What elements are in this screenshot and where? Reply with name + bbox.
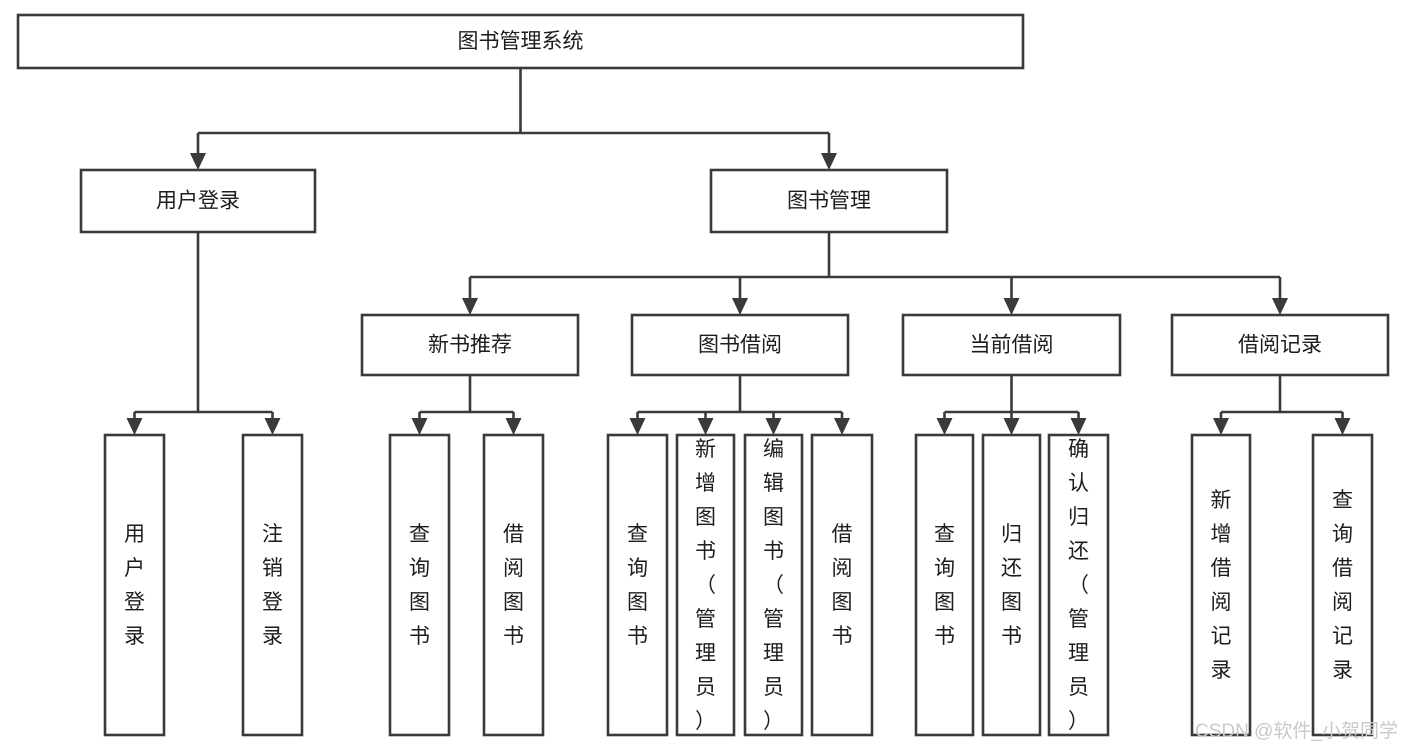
node-label: 查询图书 [934,523,955,648]
node-label: 当前借阅 [970,334,1054,357]
node-level3-borrow-record[interactable]: 借阅记录 [1170,313,1390,377]
node-label: 查询借阅记录 [1332,489,1353,682]
node-leaf-leaf-add-record[interactable]: 新增借阅记录 [1190,433,1252,737]
node-label: 新增图书（管理员） [695,438,716,733]
nodes-layer: 图书管理系统用户登录图书管理新书推荐图书借阅当前借阅借阅记录用户登录注销登录查询… [16,13,1390,737]
arrow-head-icon [936,418,953,435]
node-label: 注销登录 [262,523,283,648]
arrow-head-icon [1272,298,1288,315]
node-box[interactable] [16,13,1025,70]
node-box[interactable] [914,433,975,737]
node-label: 图书管理 [787,190,871,213]
node-box[interactable] [1190,433,1252,737]
node-leaf-leaf-query-record[interactable]: 查询借阅记录 [1311,433,1374,737]
node-leaf-leaf-query-book-2[interactable]: 查询图书 [606,433,669,737]
node-leaf-leaf-add-book[interactable]: 新增图书（管理员） [675,433,736,737]
node-box[interactable] [810,433,874,737]
arrow-head-icon [1070,418,1087,435]
node-level3-new-book-recommend[interactable]: 新书推荐 [360,313,580,377]
node-label: 新书推荐 [428,334,512,357]
node-leaf-leaf-query-book-3[interactable]: 查询图书 [914,433,975,737]
node-level2-book-management[interactable]: 图书管理 [709,168,949,234]
arrow-head-icon [126,418,143,435]
arrow-head-icon [629,418,646,435]
arrow-head-icon [411,418,428,435]
node-box[interactable] [901,313,1122,377]
node-leaf-leaf-user-login[interactable]: 用户登录 [103,433,166,737]
node-label: 查询图书 [409,523,430,648]
node-box[interactable] [388,433,451,737]
node-label: 借阅图书 [832,523,853,648]
arrow-head-icon [190,153,206,170]
node-box[interactable] [79,168,317,234]
arrow-head-icon [697,418,714,435]
node-leaf-leaf-query-book-1[interactable]: 查询图书 [388,433,451,737]
node-leaf-leaf-borrow-book-1[interactable]: 借阅图书 [482,433,545,737]
node-root-图书管理系统[interactable]: 图书管理系统 [16,13,1025,70]
node-level3-current-borrow[interactable]: 当前借阅 [901,313,1122,377]
node-box[interactable] [709,168,949,234]
arrow-head-icon [834,418,850,435]
arrow-head-icon [1003,298,1020,315]
node-box[interactable] [675,433,736,737]
arrow-head-icon [462,298,478,315]
node-box[interactable] [981,433,1042,737]
node-label: 图书借阅 [698,334,782,357]
node-label: 新增借阅记录 [1211,489,1232,682]
node-leaf-leaf-logout-login[interactable]: 注销登录 [241,433,304,737]
node-box[interactable] [1170,313,1390,377]
node-box[interactable] [743,433,804,737]
node-box[interactable] [606,433,669,737]
node-label: 归还图书 [1001,523,1022,648]
node-label: 图书管理系统 [458,30,584,53]
node-box[interactable] [360,313,580,377]
node-box[interactable] [630,313,850,377]
node-leaf-leaf-borrow-book-2[interactable]: 借阅图书 [810,433,874,737]
arrow-head-icon [765,418,782,435]
node-level3-book-borrow[interactable]: 图书借阅 [630,313,850,377]
node-label: 借阅图书 [503,523,524,648]
node-box[interactable] [1311,433,1374,737]
node-label: 用户登录 [156,190,240,213]
node-label: 确认归还（管理员） [1068,438,1089,733]
node-label: 借阅记录 [1238,334,1322,357]
node-box[interactable] [482,433,545,737]
connectors-layer [126,68,1351,435]
node-level2-user-login[interactable]: 用户登录 [79,168,317,234]
arrow-head-icon [505,418,522,435]
node-label: 用户登录 [124,523,145,648]
node-leaf-leaf-confirm-return[interactable]: 确认归还（管理员） [1047,433,1110,737]
node-leaf-leaf-return-book[interactable]: 归还图书 [981,433,1042,737]
arrow-head-icon [264,418,281,435]
node-box[interactable] [103,433,166,737]
node-label: 编辑图书（管理员） [763,438,784,733]
arrow-head-icon [1213,418,1229,435]
arrow-head-icon [821,153,837,170]
node-box[interactable] [241,433,304,737]
node-leaf-leaf-edit-book[interactable]: 编辑图书（管理员） [743,433,804,737]
csdn-watermark: CSDN @软件_小贺同学 [1195,720,1398,742]
arrow-head-icon [732,298,748,315]
arrow-head-icon [1334,418,1351,435]
node-label: 查询图书 [627,523,648,648]
arrow-head-icon [1003,418,1020,435]
node-box[interactable] [1047,433,1110,737]
